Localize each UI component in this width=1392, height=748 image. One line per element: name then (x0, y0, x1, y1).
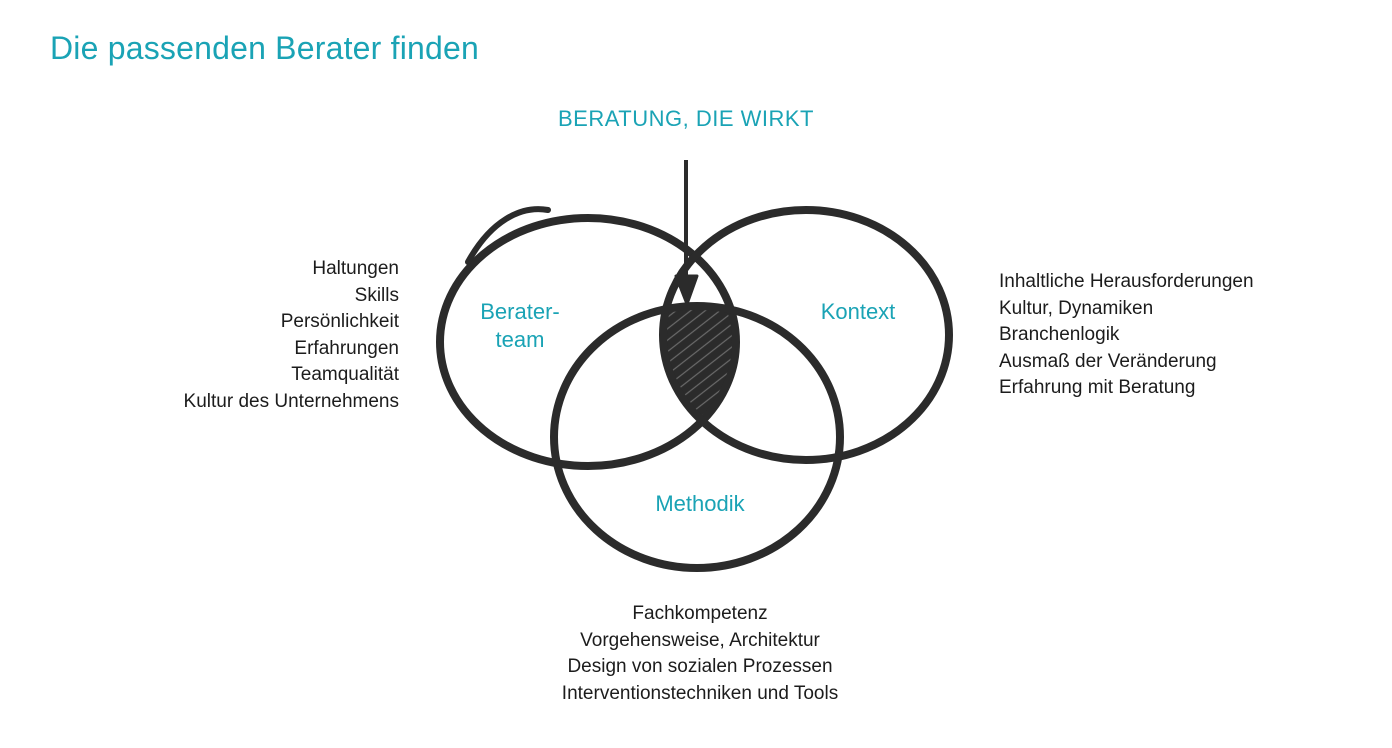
methodik-attributes-list: Fachkompetenz Vorgehensweise, Architektu… (500, 601, 900, 707)
list-item: Branchenlogik (999, 324, 1120, 345)
circle-label-methodik: Methodik (655, 491, 745, 516)
circle-kontext (659, 206, 953, 464)
page-title: Die passenden Berater finden (50, 30, 479, 66)
circle-label-beraterteam: Berater- team (462, 298, 578, 354)
list-item: Haltungen (312, 258, 399, 279)
circle-methodik (550, 302, 844, 572)
arrow-down-icon (674, 160, 699, 306)
intersection-shading (663, 306, 736, 460)
list-item: Interventionstechniken und Tools (561, 682, 839, 704)
kontext-attributes-list: Inhaltliche Herausforderungen Kultur, Dy… (999, 269, 1254, 402)
circle-beraterteam-overlap-stroke (465, 206, 551, 265)
circle-beraterteam (436, 214, 740, 470)
list-item: Erfahrung mit Beratung (999, 377, 1196, 398)
beraterteam-attributes-list: Haltungen Skills Persönlichkeit Erfahrun… (184, 256, 399, 415)
diagram-heading: BERATUNG, DIE WIRKT (558, 106, 814, 131)
list-item: Erfahrungen (294, 337, 399, 359)
list-item: Fachkompetenz (632, 603, 768, 624)
circle-label-beraterteam-line2: team (495, 327, 545, 352)
list-item: Kultur des Unternehmens (183, 390, 399, 412)
circle-label-kontext: Kontext (820, 299, 896, 324)
list-item: Vorgehensweise, Architektur (580, 629, 820, 651)
circle-label-beraterteam-line1: Berater- (480, 299, 560, 324)
list-item: Ausmaß der Veränderung (999, 350, 1217, 372)
list-item: Skills (354, 284, 399, 306)
list-item: Inhaltliche Herausforderungen (999, 271, 1254, 292)
list-item: Persönlichkeit (280, 311, 399, 332)
list-item: Teamqualität (291, 364, 399, 385)
list-item: Kultur, Dynamiken (999, 297, 1154, 319)
list-item: Design von sozialen Prozessen (567, 656, 833, 677)
